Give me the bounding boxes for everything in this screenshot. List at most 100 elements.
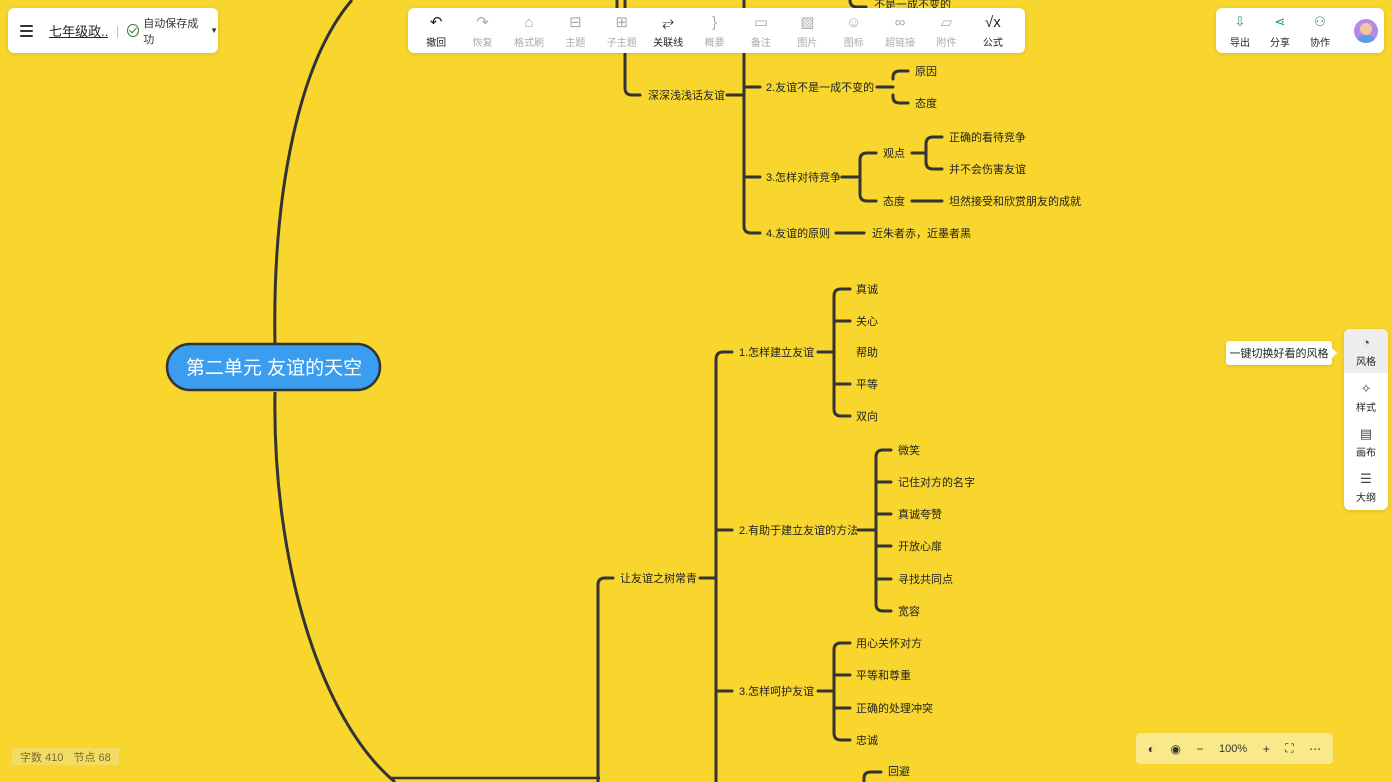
subtopic-icon: ⊞: [615, 13, 629, 31]
side-item-label: 画布: [1356, 447, 1376, 459]
image-icon: ▨: [800, 13, 815, 31]
side-item-canvas[interactable]: ▤ 画布: [1344, 420, 1388, 464]
style-tooltip: 一键切换好看的风格: [1226, 341, 1337, 365]
node-a2[interactable]: 2.友谊不是一成不变的: [766, 80, 874, 94]
main-toolbar: ↶撤回↷恢复⌂格式刷⊟主题 ⊞ 子主题 ⥂关联线}概要▭备注 ▨ 图片 ☺图标∞超链接▱附件…: [408, 8, 1025, 53]
node-bangzhu[interactable]: 帮助: [856, 345, 878, 359]
node-guanxin[interactable]: 关心: [856, 314, 878, 328]
document-title[interactable]: 七年级政...: [49, 24, 109, 39]
node-zanmei[interactable]: 真诚夸赞: [898, 507, 942, 521]
node-rang[interactable]: 让友谊之树常青: [620, 571, 697, 585]
node-zhongcheng[interactable]: 忠诚: [856, 734, 878, 747]
toolbar-button-label: 格式刷: [513, 37, 544, 49]
node-xunzhao[interactable]: 寻找共同点: [898, 572, 953, 586]
side-item-palette[interactable]: ◔风格: [1344, 329, 1388, 373]
node-shuangxiang[interactable]: 双向: [856, 409, 878, 423]
toolbar-button-summary[interactable]: }概要: [691, 13, 737, 49]
node-guandian[interactable]: 观点: [883, 147, 905, 160]
node-b1[interactable]: 1.怎样建立友谊: [739, 345, 814, 359]
locate-icon[interactable]: ◉: [1170, 741, 1181, 756]
node-taidu-2[interactable]: 态度: [883, 194, 905, 208]
node-taidu-1[interactable]: 态度: [915, 96, 937, 110]
node-shenshen[interactable]: 深深浅浅话友谊: [648, 88, 725, 102]
node-zunzhong[interactable]: 平等和尊重: [856, 668, 911, 682]
node-zhengque[interactable]: 正确的看待竞争: [949, 130, 1026, 144]
node-pingdeng[interactable]: 平等: [856, 377, 878, 391]
outline-icon: ☰: [1360, 470, 1372, 486]
node-b2[interactable]: 2.有助于建立友谊的方法: [739, 523, 858, 537]
zoom-out-button[interactable]: −: [1196, 741, 1204, 756]
check-circle-icon: [127, 24, 140, 37]
zoom-bar: ◐ ◉ − 100% + ⛶ ⋯: [1136, 733, 1333, 764]
toolbar-button-topic[interactable]: ⊟主题: [552, 13, 598, 49]
collaborate-icon: ⚇: [1314, 13, 1326, 29]
toolbar-button-label: 图片: [797, 37, 818, 49]
menu-icon[interactable]: [20, 24, 34, 37]
node-count-label: 节点: [73, 751, 96, 764]
collaborate-button[interactable]: ⚇ 协作: [1300, 13, 1340, 49]
node-bubuhui[interactable]: 并不会伤害友谊: [949, 162, 1026, 176]
node-weixiao[interactable]: 微笑: [898, 443, 920, 457]
canvas-icon: ▤: [1359, 425, 1373, 441]
toolbar-button-note[interactable]: ▭备注: [738, 13, 784, 49]
emoji-icon: ☺: [846, 13, 862, 31]
zoom-in-button[interactable]: +: [1262, 741, 1270, 756]
action-panel: ⇩导出⋖分享 ⚇ 协作: [1216, 8, 1384, 53]
node-zhencheng[interactable]: 真诚: [856, 282, 878, 296]
topic-icon: ⊟: [569, 13, 582, 31]
toolbar-button-undo[interactable]: ↶撤回: [413, 13, 459, 49]
node-partial-top[interactable]: 不是一成不变的: [874, 0, 951, 11]
toolbar-button-label: 附件: [936, 37, 957, 49]
save-status[interactable]: 自动保存成功 ▼: [127, 15, 218, 47]
node-jizhu[interactable]: 记住对方的名字: [898, 475, 975, 489]
collaborate-label: 协作: [1310, 37, 1330, 49]
node-jinzhu[interactable]: 近朱者赤，近墨者黑: [872, 227, 971, 240]
node-count: 68: [98, 751, 111, 764]
node-yongxin[interactable]: 用心关怀对方: [856, 636, 922, 650]
avatar[interactable]: [1354, 18, 1378, 43]
zoom-level[interactable]: 100%: [1219, 742, 1248, 755]
save-status-label: 自动保存成功: [143, 17, 199, 46]
node-a4[interactable]: 4.友谊的原则: [766, 226, 830, 240]
toolbar-button-redo[interactable]: ↷恢复: [459, 13, 505, 49]
toolbar-button-relation-line[interactable]: ⥂关联线: [645, 13, 691, 49]
note-icon: ▭: [753, 13, 769, 31]
node-yuanyin[interactable]: 原因: [915, 65, 937, 78]
mouse-mode-icon[interactable]: ◐: [1147, 741, 1155, 756]
node-kaifang[interactable]: 开放心扉: [898, 539, 942, 553]
side-item-outline[interactable]: ☰ 大纲: [1344, 465, 1388, 509]
node-tanran[interactable]: 坦然接受和欣赏朋友的成就: [949, 194, 1081, 208]
toolbar-button-label: 关联线: [653, 37, 684, 49]
toolbar-button-emoji[interactable]: ☺图标: [831, 13, 877, 49]
share-button[interactable]: ⋖分享: [1260, 13, 1300, 49]
more-options-icon[interactable]: ⋯: [1309, 741, 1322, 756]
share-label: 分享: [1270, 37, 1290, 49]
side-item-label: 大纲: [1356, 492, 1376, 504]
toolbar-button-subtopic[interactable]: ⊞ 子主题: [599, 13, 645, 49]
node-huibi[interactable]: 回避: [888, 764, 910, 778]
fit-screen-icon[interactable]: ⛶: [1285, 741, 1294, 755]
side-panel: ◔风格✧样式 ▤ 画布 ☰ 大纲: [1344, 329, 1388, 510]
side-item-style[interactable]: ✧样式: [1344, 375, 1388, 419]
toolbar-button-label: 子主题: [606, 37, 637, 49]
toolbar-button-attachment[interactable]: ▱附件: [923, 13, 969, 49]
node-chongtu[interactable]: 正确的处理冲突: [856, 701, 933, 715]
export-button[interactable]: ⇩导出: [1220, 13, 1260, 49]
formula-icon: √x: [985, 13, 1001, 31]
export-label: 导出: [1230, 37, 1250, 49]
root-node[interactable]: [165, 342, 382, 392]
redo-icon: ↷: [476, 13, 489, 31]
toolbar-button-label: 撤回: [426, 37, 447, 49]
toolbar-button-image[interactable]: ▨ 图片: [784, 13, 830, 49]
toolbar-button-label: 概要: [704, 37, 725, 49]
root-connector-lower: [273, 391, 396, 782]
caret-down-icon: ▼: [210, 26, 218, 35]
toolbar-button-format-brush[interactable]: ⌂格式刷: [506, 13, 552, 49]
palette-icon: ◔: [1362, 334, 1370, 350]
toolbar-button-link[interactable]: ∞超链接: [877, 13, 923, 49]
node-a3[interactable]: 3.怎样对待竞争: [766, 170, 841, 184]
node-b3[interactable]: 3.怎样呵护友谊: [739, 684, 814, 698]
node-kuanrong[interactable]: 宽容: [898, 604, 920, 618]
